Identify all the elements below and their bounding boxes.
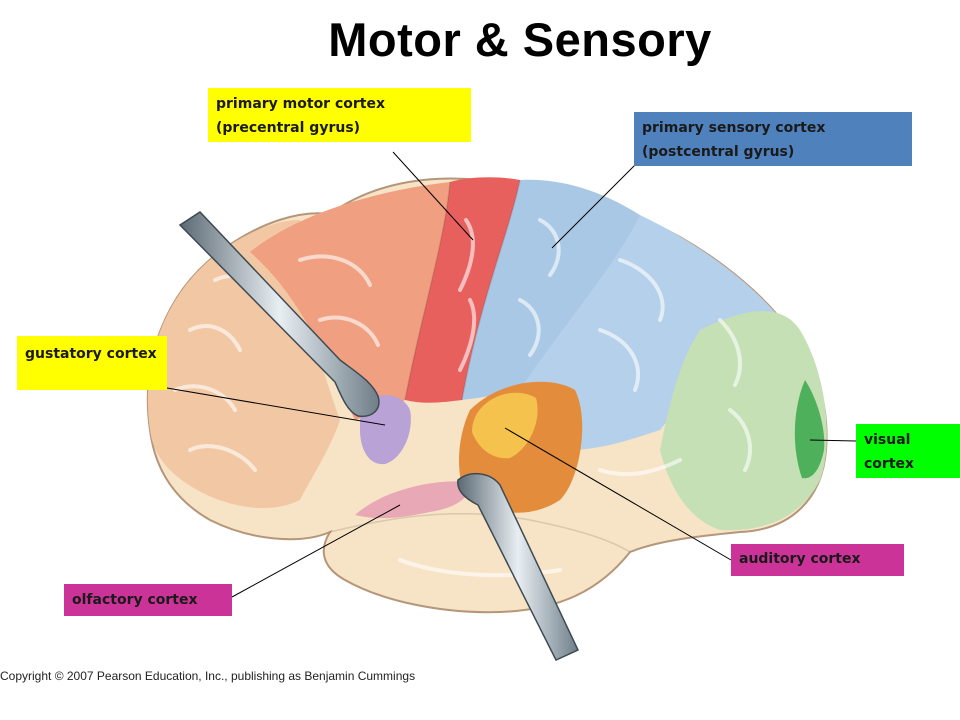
label-text: (postcentral gyrus) (642, 144, 795, 160)
label-gustatory-cortex: gustatory cortex (17, 336, 167, 390)
leader-line-auditory (504, 427, 732, 561)
sensory-cortex-region (462, 179, 640, 400)
leader-line-olfactory (231, 504, 401, 598)
leader-line-motor (392, 151, 474, 241)
label-text: gustatory cortex (25, 346, 157, 362)
occipital-region (660, 311, 827, 531)
upper-retractor (178, 211, 380, 418)
leader-line-gustatory (166, 387, 386, 426)
leader-lines (166, 151, 857, 598)
parietal-region (520, 215, 780, 450)
label-primary-sensory-cortex: primary sensory cortex (postcentral gyru… (634, 112, 912, 166)
lower-retractor (457, 473, 580, 661)
label-visual-cortex: visual cortex (856, 424, 960, 478)
page-title: Motor & Sensory (328, 13, 712, 66)
leader-line-visual (809, 439, 857, 442)
copyright-notice: Copyright © 2007 Pearson Education, Inc.… (0, 669, 416, 683)
label-text: primary sensory cortex (642, 120, 826, 136)
label-text: auditory cortex (739, 551, 861, 567)
label-text: (precentral gyrus) (216, 120, 361, 136)
olfactory-cortex-region (355, 481, 471, 519)
label-text: primary motor cortex (216, 96, 385, 112)
leader-line-sensory (551, 164, 636, 249)
label-text: olfactory cortex (72, 592, 198, 608)
label-text: visual (864, 432, 911, 448)
premotor-area (250, 182, 450, 420)
label-auditory-cortex: auditory cortex (731, 544, 904, 576)
auditory-highlight (472, 392, 538, 459)
label-olfactory-cortex: olfactory cortex (64, 584, 232, 616)
label-text: cortex (864, 456, 915, 472)
motor-cortex-region (405, 177, 520, 403)
label-primary-motor-cortex: primary motor cortex (precentral gyrus) (208, 88, 471, 142)
visual-cortex-region (794, 380, 825, 479)
